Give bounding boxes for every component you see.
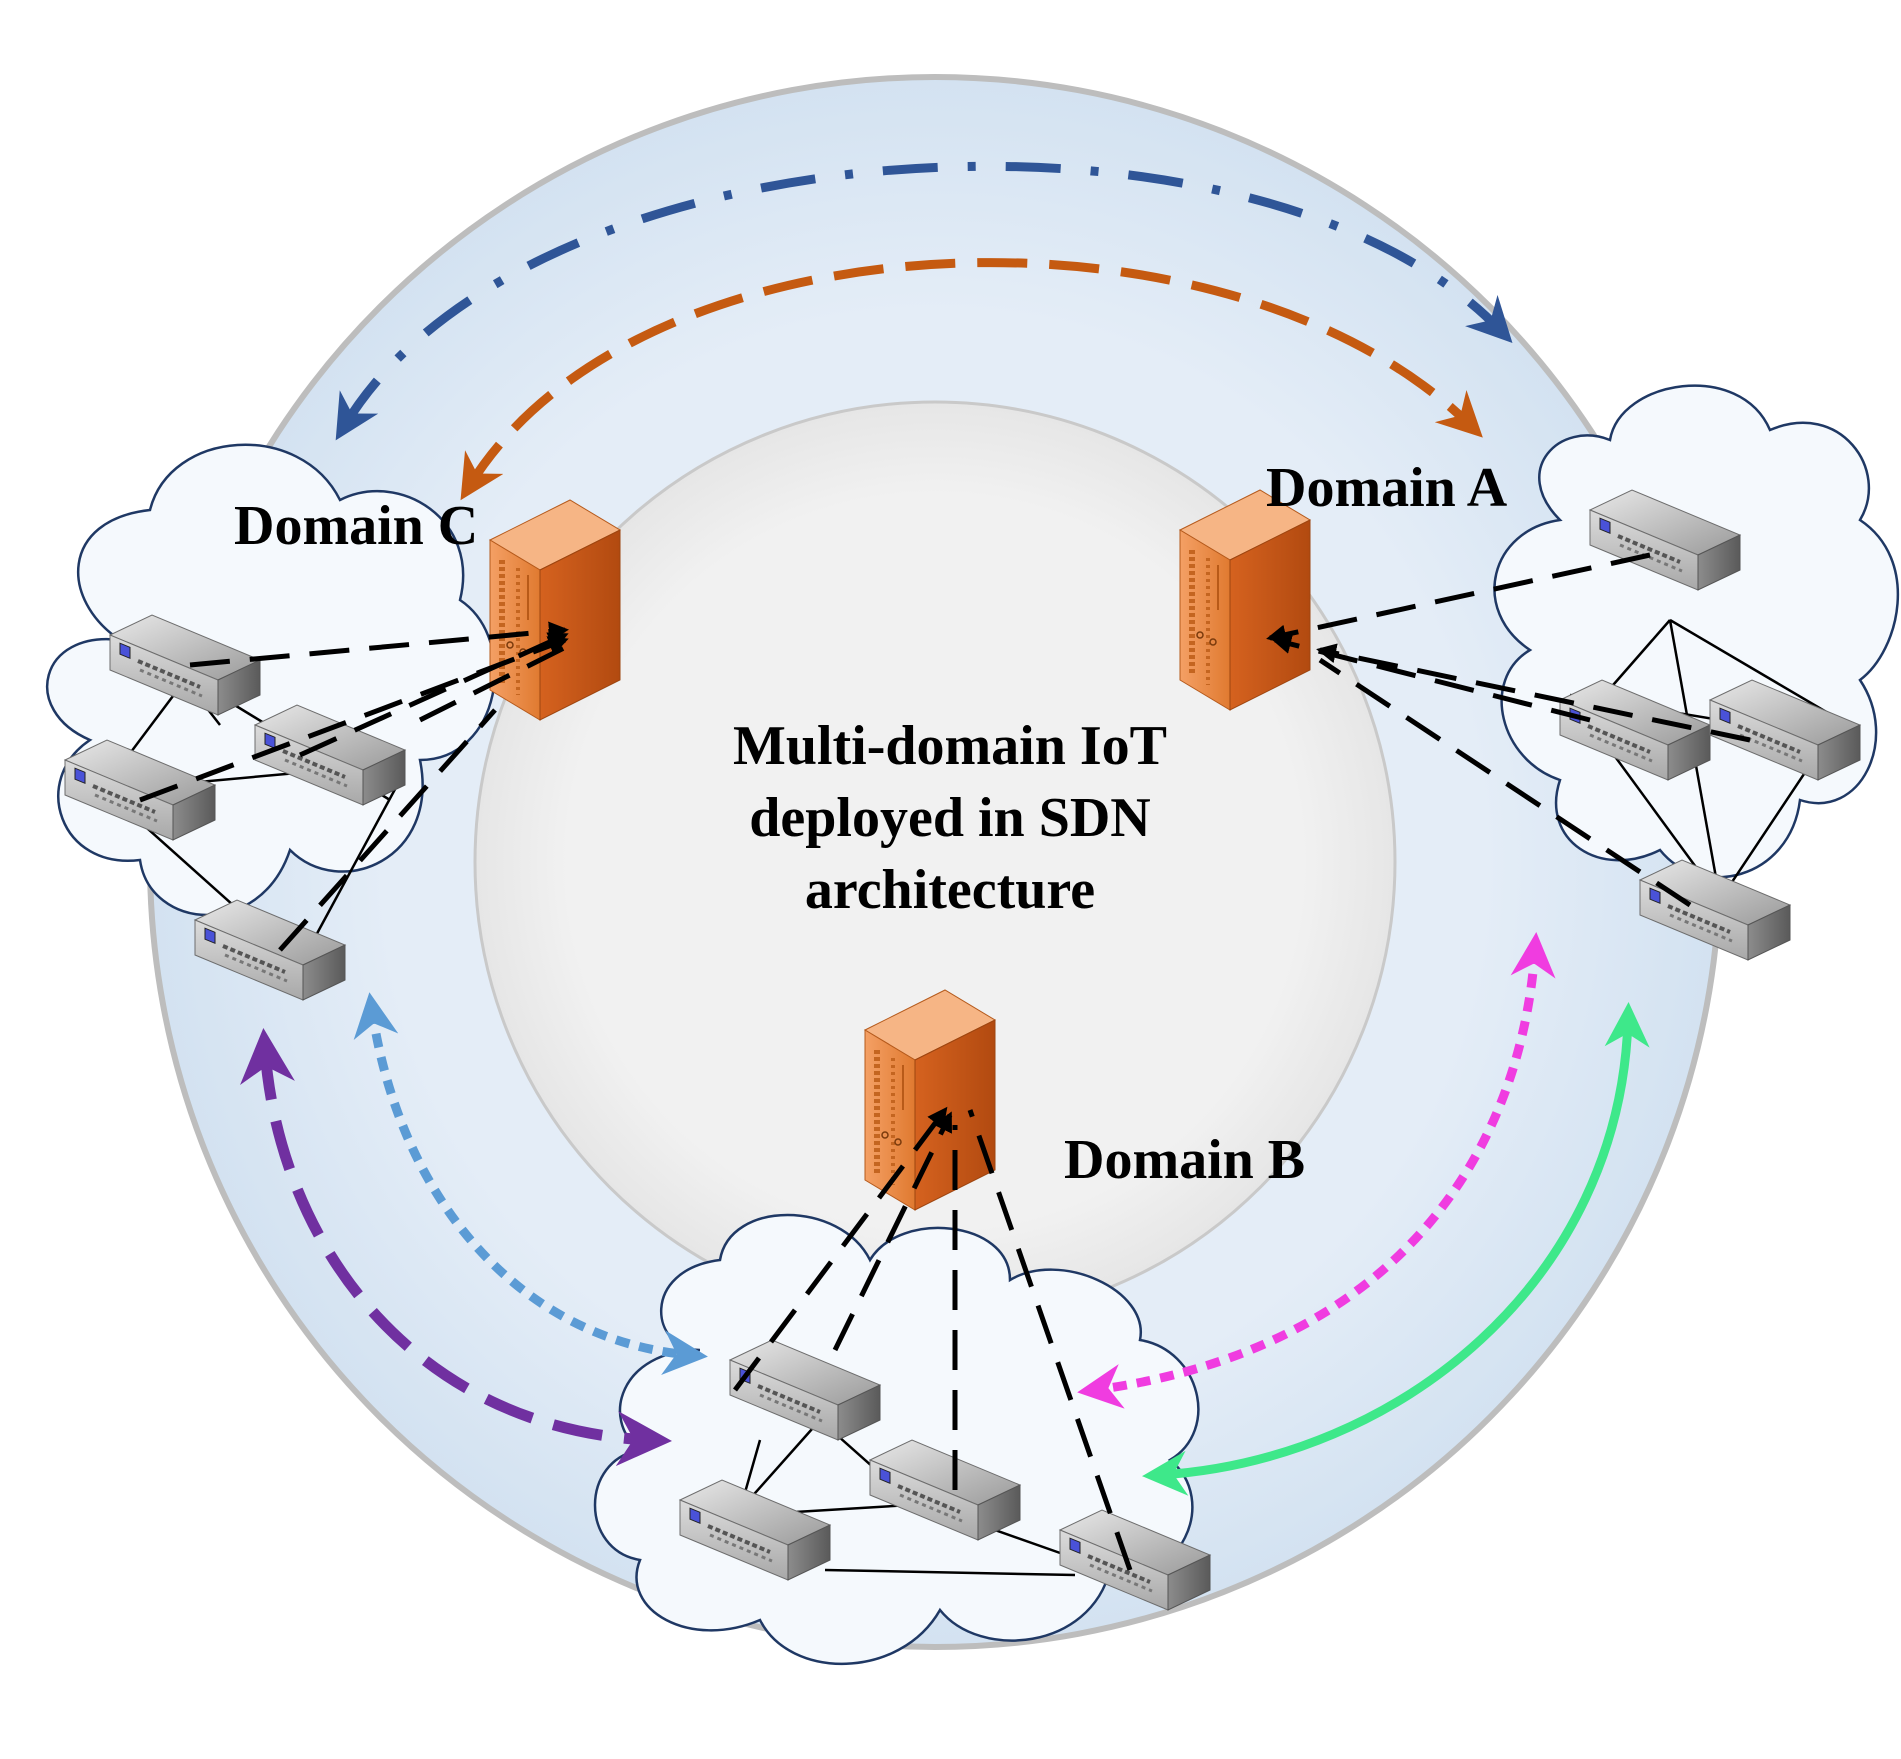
title-line-3: architecture bbox=[804, 859, 1096, 921]
diagram-title: Multi-domain IoT deployed in SDN archite… bbox=[650, 710, 1250, 926]
arrow-a-b-green-solid bbox=[1142, 1002, 1650, 1496]
title-line-1: Multi-domain IoT bbox=[732, 715, 1168, 777]
controller-server-icon-a bbox=[1180, 490, 1310, 710]
domain-b-label: Domain B bbox=[1064, 1129, 1306, 1191]
title-line-2: deployed in SDN bbox=[749, 787, 1151, 849]
arrow-a-c-blue-dashdot bbox=[335, 161, 1513, 441]
cloud-icon-domain-a bbox=[1493, 384, 1900, 879]
arrow-a-c-orange-dashed bbox=[460, 258, 1483, 501]
control-links bbox=[139, 552, 1751, 1571]
domain-c-label: Domain C bbox=[234, 495, 479, 557]
controller-server-icon-b bbox=[865, 990, 995, 1210]
controller-server-icon-c bbox=[490, 500, 620, 720]
domain-a-label: Domain A bbox=[1266, 457, 1508, 519]
arrow-c-b-lightblue-dotted bbox=[353, 992, 708, 1376]
